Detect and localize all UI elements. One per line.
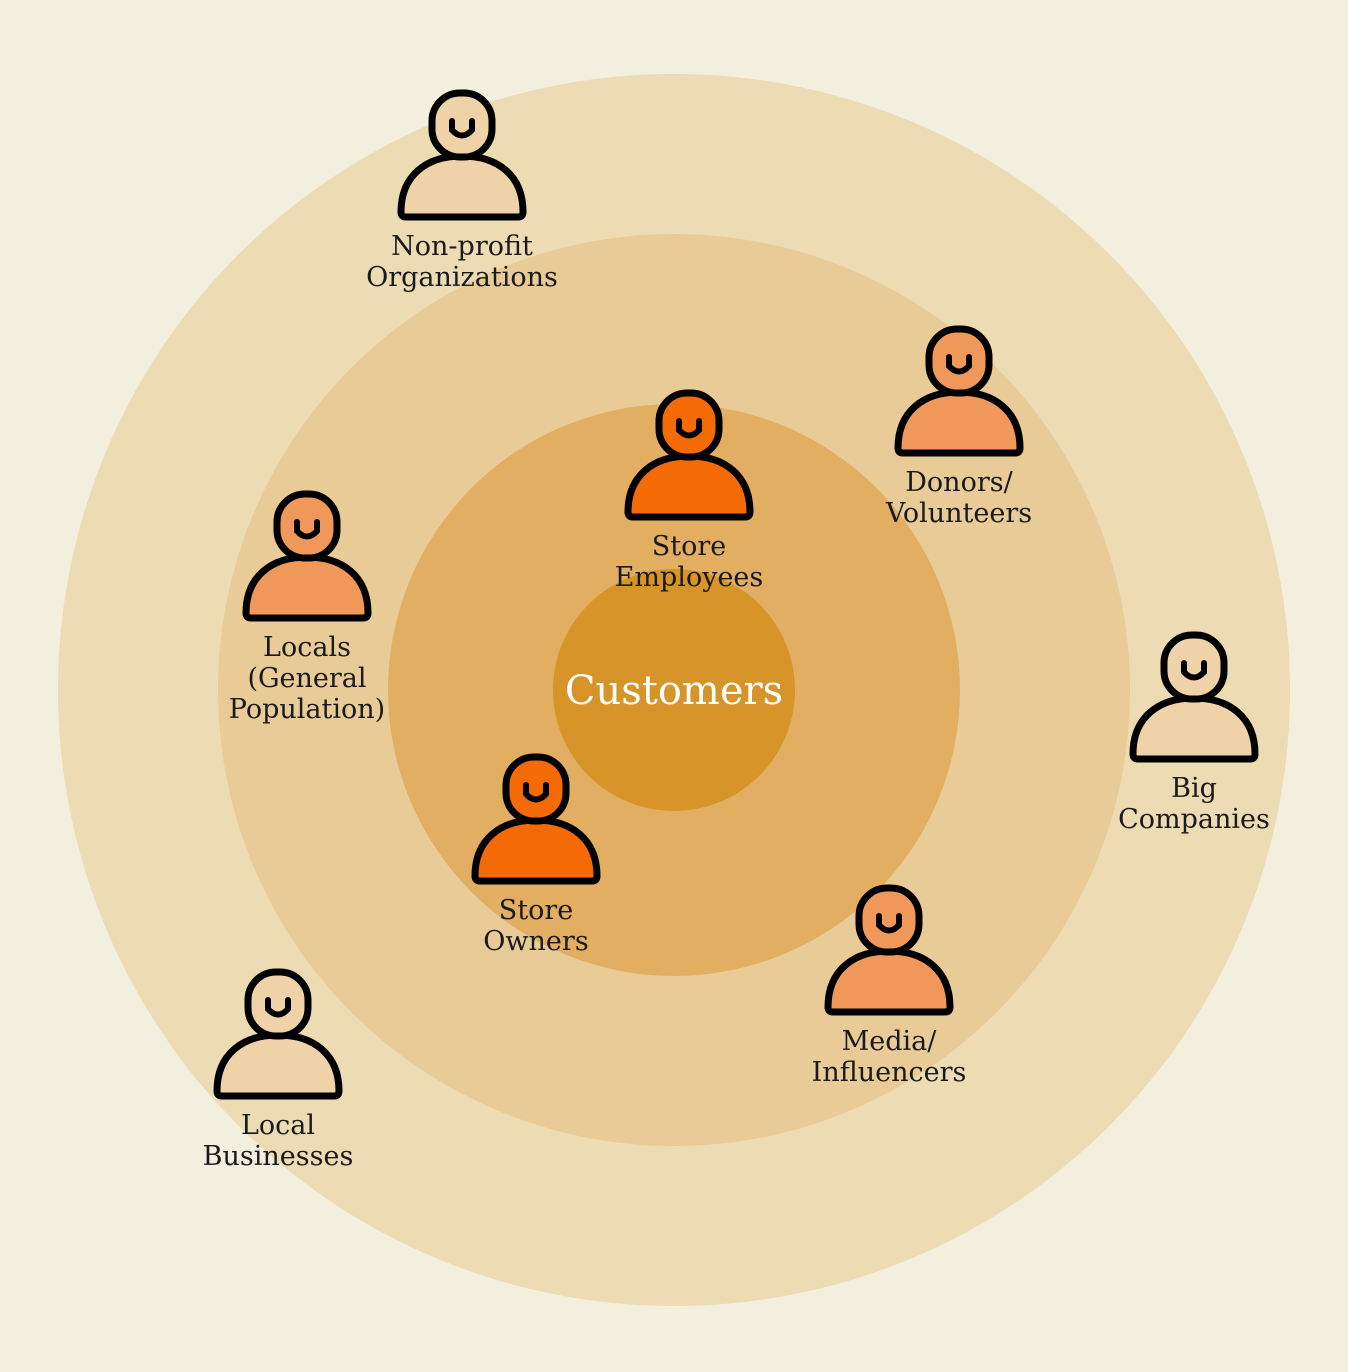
person-smile: [676, 418, 702, 439]
person-head: [925, 325, 993, 397]
person-body: [397, 152, 527, 221]
person-smile: [946, 354, 972, 375]
person-icon: [471, 753, 601, 885]
stakeholder-label-line: Locals: [263, 632, 351, 663]
person-head: [244, 968, 312, 1040]
person-smile: [523, 782, 549, 803]
person-icon: [1129, 631, 1259, 763]
person-head: [655, 389, 723, 461]
stakeholder-label-line: Companies: [1118, 804, 1270, 835]
person-body: [213, 1031, 343, 1100]
person-icon: [824, 884, 954, 1016]
person-head: [855, 884, 923, 956]
stakeholder-label-line: Local: [241, 1110, 315, 1141]
stakeholder-label-line: Businesses: [203, 1141, 354, 1172]
stakeholder-label-line: Influencers: [812, 1057, 967, 1088]
stakeholder-label-line: Population): [229, 694, 385, 725]
center-label: Customers: [565, 668, 783, 714]
person-head: [502, 753, 570, 825]
person-body: [624, 452, 754, 521]
person-body: [824, 947, 954, 1016]
person-smile: [1181, 660, 1207, 681]
person-head: [1160, 631, 1228, 703]
person-icon: [397, 89, 527, 221]
person-body: [894, 388, 1024, 457]
stakeholder-media-influencers: Media/Influencers: [812, 884, 967, 1088]
stakeholder-label-line: Media/: [842, 1026, 938, 1057]
person-icon: [242, 490, 372, 622]
person-icon: [624, 389, 754, 521]
core-circle: [553, 569, 795, 811]
stakeholder-label-line: Donors/: [905, 467, 1013, 498]
stakeholder-label-line: Volunteers: [885, 498, 1032, 529]
stakeholder-label-line: Store: [652, 531, 727, 562]
person-icon: [894, 325, 1024, 457]
person-body: [471, 816, 601, 885]
person-smile: [265, 997, 291, 1018]
stakeholder-label-line: Owners: [483, 926, 588, 957]
person-smile: [449, 118, 475, 139]
stakeholder-label-line: Employees: [615, 562, 764, 593]
person-body: [242, 553, 372, 622]
stakeholder-label: Donors/Volunteers: [885, 467, 1032, 529]
stakeholder-label-line: Non-profit: [391, 231, 533, 262]
person-smile: [294, 519, 320, 540]
stakeholder-label-line: Store: [499, 895, 574, 926]
stakeholder-label-line: (General: [247, 663, 366, 694]
person-head: [428, 89, 496, 161]
stakeholder-label-line: Big: [1171, 773, 1217, 804]
stakeholder-label: Media/Influencers: [812, 1026, 967, 1088]
person-body: [1129, 694, 1259, 763]
person-icon: [213, 968, 343, 1100]
stakeholder-donors-volunteers: Donors/Volunteers: [885, 325, 1032, 529]
stakeholder-label-line: Organizations: [366, 262, 558, 293]
person-smile: [876, 913, 902, 934]
person-head: [273, 490, 341, 562]
